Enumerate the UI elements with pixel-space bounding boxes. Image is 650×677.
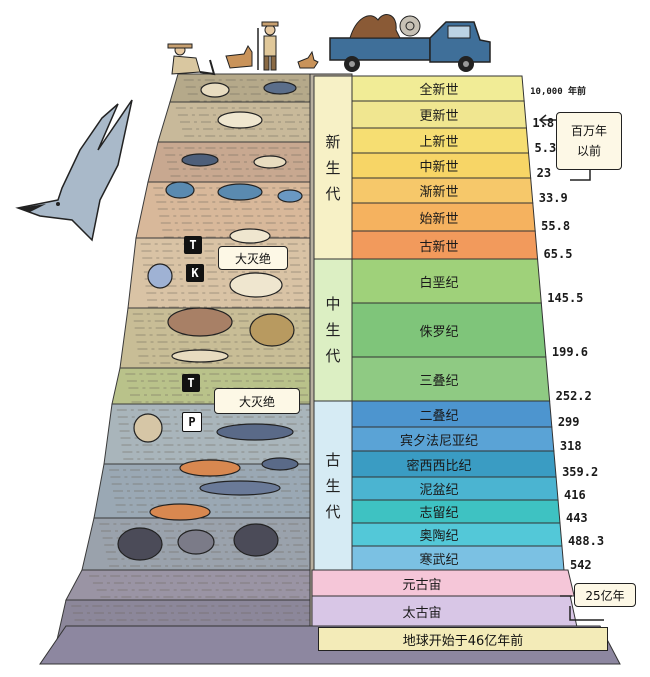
period-label: 密西西比纪: [352, 451, 526, 477]
era-char: 中: [325, 291, 340, 317]
excavation-scene: [168, 15, 490, 74]
fossil-icon: [254, 156, 286, 168]
age-label: 55.8: [541, 219, 570, 233]
period-label: 渐新世: [352, 178, 526, 203]
era-label: 中生代: [314, 259, 352, 401]
era-char: 生: [325, 317, 340, 343]
age-label: 488.3: [568, 534, 604, 548]
period-label: 寒武纪: [352, 546, 526, 570]
eon-label: 元古宙: [312, 570, 532, 596]
era-label: 古生代: [314, 401, 352, 570]
rock-band: [66, 570, 330, 600]
age-label: 416: [564, 488, 586, 502]
era-char: 生: [325, 155, 340, 181]
extinction-kt-label: 大灭绝: [218, 246, 288, 270]
tag-p-permian: P: [182, 412, 202, 432]
fossil-icon: [234, 524, 278, 556]
age-label: 23: [537, 166, 551, 180]
mya-line-2: 以前: [577, 141, 601, 161]
fossil-icon: [172, 350, 228, 362]
period-label: 宾夕法尼亚纪: [352, 427, 526, 451]
fossil-icon: [182, 154, 218, 166]
period-label: 全新世: [352, 76, 526, 101]
period-label: 更新世: [352, 101, 526, 128]
fossil-icon: [201, 83, 229, 97]
mya-unit-label: 百万年 以前: [556, 112, 622, 170]
arrow-icon: [570, 170, 590, 180]
fossil-icon: [118, 528, 162, 560]
tag-t-tertiary: T: [184, 236, 202, 254]
fossil-icon: [180, 460, 240, 476]
age-label: 5.3: [535, 141, 557, 155]
age-label: 318: [560, 439, 582, 453]
age-label: 359.2: [562, 465, 598, 479]
period-label: 志留纪: [352, 500, 526, 523]
age-label: 10,000 年前: [530, 84, 586, 97]
age-label: 299: [558, 415, 580, 429]
period-label: 古新世: [352, 231, 526, 259]
fossil-icon: [218, 112, 262, 128]
extinction-pt-label: 大灭绝: [214, 388, 300, 414]
earth-origin-banner: 地球开始于46亿年前: [318, 627, 608, 651]
fossil-icon: [166, 182, 194, 198]
tag-t-triassic: T: [182, 374, 200, 392]
age-label: 145.5: [547, 291, 583, 305]
eon-label: 太古宙: [312, 596, 532, 626]
fossil-icon: [262, 458, 298, 470]
fossil-icon: [200, 481, 280, 495]
fossil-icon: [150, 504, 210, 520]
fossil-icon: [217, 424, 293, 440]
era-label: 新生代: [314, 76, 352, 259]
age-label: 33.9: [539, 191, 568, 205]
fossil-icon: [230, 273, 282, 297]
tag-k-cretaceous: K: [186, 264, 204, 282]
eon-boundary-label: 25亿年: [574, 583, 636, 607]
period-label: 泥盆纪: [352, 477, 526, 500]
period-label: 三叠纪: [352, 357, 526, 401]
fossil-icon: [278, 190, 302, 202]
fossil-icon: [230, 229, 270, 243]
period-label: 上新世: [352, 128, 526, 153]
mya-line-1: 百万年: [571, 121, 607, 141]
fossil-icon: [148, 264, 172, 288]
period-label: 始新世: [352, 203, 526, 231]
rock-band: [170, 74, 330, 102]
period-label: 中新世: [352, 153, 526, 178]
era-char: 代: [325, 343, 340, 369]
fossil-icon: [168, 308, 232, 336]
pterosaur-illustration: [18, 100, 132, 240]
period-label: 侏罗纪: [352, 303, 526, 357]
era-char: 古: [325, 447, 340, 473]
period-label: 白垩纪: [352, 259, 526, 303]
era-char: 代: [325, 181, 340, 207]
fossil-icon: [264, 82, 296, 94]
age-label: 199.6: [552, 345, 588, 359]
period-label: 二叠纪: [352, 401, 526, 427]
era-char: 生: [325, 473, 340, 499]
era-char: 代: [325, 499, 340, 525]
age-label: 443: [566, 511, 588, 525]
age-label: 1.8: [532, 116, 554, 130]
era-char: 新: [325, 129, 340, 155]
fossil-icon: [134, 414, 162, 442]
fossil-icon: [178, 530, 214, 554]
period-label: 奥陶纪: [352, 523, 526, 546]
age-label: 65.5: [544, 247, 573, 261]
age-label: 252.2: [556, 389, 592, 403]
age-label: 542: [570, 558, 592, 572]
fossil-icon: [218, 184, 262, 200]
fossil-icon: [250, 314, 294, 346]
